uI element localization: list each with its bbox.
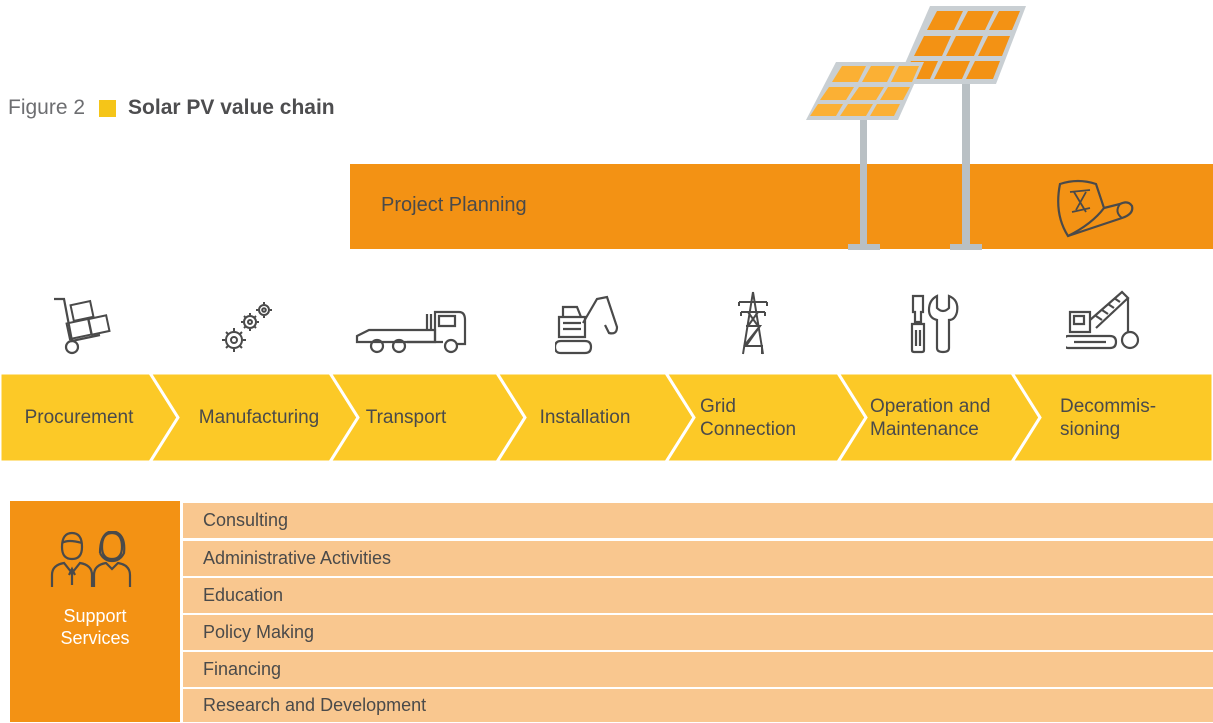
- service-row-education: [183, 578, 1213, 613]
- project-planning-label: Project Planning: [381, 194, 527, 216]
- service-label-financing: Financing: [203, 659, 282, 679]
- service-row-administrative: [183, 541, 1213, 576]
- support-services-label: Support Services: [60, 606, 130, 648]
- step-label-operation-maintenance: Operation and Maintenance: [870, 396, 991, 440]
- service-row-consulting: [183, 503, 1213, 538]
- title-square-icon: [99, 99, 117, 117]
- service-label-policy-making: Policy Making: [203, 622, 315, 642]
- step-label-installation: Installation: [539, 407, 631, 428]
- flatbed-truck-icon: [355, 310, 467, 354]
- people-icon: [50, 531, 132, 587]
- figure-number: Figure 2: [8, 96, 86, 119]
- excavator-icon: [555, 295, 619, 355]
- chain-step-transport: [328, 373, 527, 462]
- tools-icon: [910, 294, 959, 354]
- service-label-administrative: Administrative Activities: [203, 548, 392, 568]
- support-services-box: [10, 501, 180, 722]
- chain-step-manufacturing: [148, 373, 360, 462]
- service-label-research: Research and Development: [203, 695, 427, 715]
- step-label-transport: Transport: [365, 407, 447, 428]
- service-row-financing: [183, 652, 1213, 687]
- step-label-procurement: Procurement: [24, 407, 134, 428]
- solar-panels-icon: [806, 6, 1026, 250]
- service-row-policy-making: [183, 615, 1213, 650]
- blueprint-scroll-icon: [1057, 179, 1134, 238]
- step-label-grid-connection: Grid Connection: [700, 396, 797, 440]
- value-chain: [0, 373, 1213, 462]
- service-label-education: Education: [203, 585, 284, 605]
- service-row-research: [183, 689, 1213, 722]
- transmission-tower-icon: [738, 291, 768, 355]
- service-label-consulting: Consulting: [203, 510, 289, 530]
- chain-step-decommissioning: [1010, 373, 1213, 462]
- step-label-manufacturing: Manufacturing: [198, 407, 320, 428]
- figure-name: Solar PV value chain: [128, 96, 335, 119]
- wrecking-crane-icon: [1066, 290, 1140, 350]
- gears-icon: [222, 302, 272, 352]
- hand-truck-boxes-icon: [54, 297, 111, 355]
- step-label-decommissioning: Decommis- sioning: [1060, 396, 1157, 440]
- chain-step-operation-maintenance: [836, 373, 1042, 462]
- chain-step-installation: [495, 373, 696, 462]
- chain-step-grid-connection: [664, 373, 868, 462]
- figure-title: Figure 2 Solar PV value chain: [8, 96, 335, 120]
